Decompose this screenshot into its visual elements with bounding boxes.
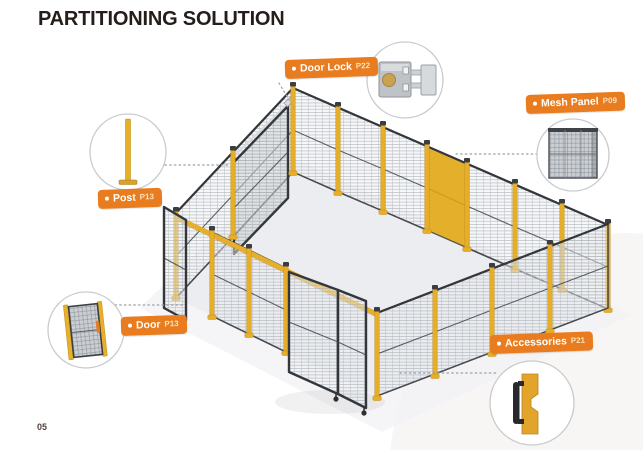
bullet-icon: [532, 101, 538, 106]
bullet-icon: [104, 196, 110, 201]
swing-door: [162, 205, 188, 322]
back-left-wall: [174, 86, 296, 299]
bullet-icon: [291, 66, 297, 71]
caster-wheel-icon: [361, 410, 367, 416]
leader-lines: [114, 82, 539, 374]
accessories-icon: [513, 373, 539, 435]
callout-label-accessories[interactable]: Accessories P21: [489, 331, 594, 354]
callout-label-text: Mesh Panel: [540, 95, 599, 110]
callout-label-door-lock[interactable]: Door Lock P22: [284, 56, 379, 79]
bullet-icon: [127, 323, 133, 328]
leader-line-door-lock: [278, 82, 295, 109]
callout-circle-accessories: [489, 360, 575, 446]
bifold-door: [287, 270, 368, 416]
callout-label-mesh-panel[interactable]: Mesh Panel P09: [525, 91, 626, 114]
caster-wheel-icon: [333, 396, 339, 402]
callout-circle-post: [89, 113, 167, 191]
handle-icon: [513, 382, 520, 424]
callout-page-ref: P13: [164, 318, 179, 329]
door-lock-icon: [378, 61, 437, 98]
callout-page-ref: P09: [602, 95, 618, 106]
callout-circle-mesh-panel: [536, 118, 610, 192]
callout-label-text: Accessories: [504, 335, 568, 350]
callout-label-text: Post: [112, 191, 136, 205]
front-right-wall: [375, 222, 610, 397]
callout-page-ref: P13: [139, 192, 155, 202]
callout-label-text: Door: [135, 318, 161, 332]
door-handle-icon: [95, 320, 101, 333]
callout-circle-door-lock: [366, 41, 444, 119]
door-icon: [63, 301, 108, 361]
bullet-icon: [496, 341, 502, 346]
callout-circle-door: [47, 291, 125, 369]
page-title: PARTITIONING SOLUTION: [38, 8, 285, 30]
callout-label-text: Door Lock: [299, 60, 353, 75]
callout-page-ref: P22: [355, 61, 371, 71]
post-icon: [118, 118, 138, 185]
callout-label-post[interactable]: Post P13: [97, 187, 163, 209]
callout-label-door[interactable]: Door P13: [120, 314, 188, 336]
callout-page-ref: P21: [570, 335, 586, 346]
mesh-panel-icon: [548, 128, 598, 179]
page-number: 05: [37, 422, 48, 432]
